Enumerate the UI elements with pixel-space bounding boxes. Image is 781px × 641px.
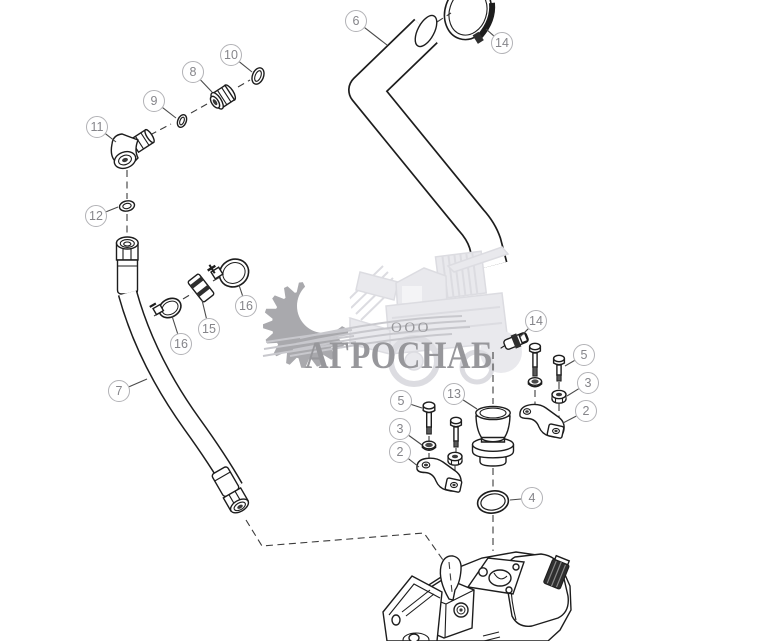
callout-9: 9	[143, 90, 165, 112]
callout-6: 6	[345, 10, 367, 32]
callout-16: 16	[170, 333, 192, 355]
o-ring-12	[118, 200, 136, 212]
callout-13: 13	[443, 383, 465, 405]
washer-right	[527, 377, 543, 388]
hose-7	[115, 236, 250, 514]
callout-2: 2	[575, 400, 597, 422]
o-ring-10	[251, 67, 265, 85]
bolt-5-left	[422, 401, 436, 435]
o-ring-4	[476, 490, 510, 514]
nut-3-left	[447, 451, 463, 466]
watermark-company-prefix: ООО	[391, 320, 431, 336]
hose-clamp-16-left	[149, 297, 182, 319]
callout-16: 16	[235, 295, 257, 317]
line-art	[110, 67, 572, 641]
washer-3-left	[421, 440, 437, 451]
clamp-piece-14	[500, 332, 529, 350]
fitting-8	[209, 84, 237, 110]
callout-10: 10	[220, 44, 242, 66]
bracket-15	[187, 273, 215, 303]
callout-5: 5	[573, 344, 595, 366]
splined-shaft	[543, 554, 571, 590]
bolt-right	[528, 342, 542, 377]
hose-clamp-16-right	[207, 258, 250, 288]
callout-8: 8	[182, 61, 204, 83]
callout-15: 15	[198, 318, 220, 340]
adapter-fitting-13	[471, 405, 515, 467]
callout-3: 3	[389, 418, 411, 440]
axis-hose-to-pump	[245, 519, 444, 561]
hose-end-fitting	[211, 466, 250, 514]
axis-top-left	[149, 79, 251, 136]
hydraulic-pump	[382, 551, 572, 641]
clamp-2-right	[519, 403, 565, 439]
callout-7: 7	[108, 380, 130, 402]
hose-clamp-14-top	[443, 0, 496, 44]
bolt-5-right	[552, 354, 566, 382]
callout-14: 14	[491, 32, 513, 54]
watermark-company-name: АГРОСНАБ	[305, 334, 494, 377]
nut-3-right	[551, 389, 567, 404]
hose-top-fitting	[115, 236, 139, 295]
leader-lines	[105, 27, 579, 501]
callout-5: 5	[390, 390, 412, 412]
gear-icon	[262, 279, 357, 368]
callout-12: 12	[85, 205, 107, 227]
elbow-fitting-11	[110, 128, 155, 170]
pump-lever	[439, 555, 462, 601]
swoosh-lines	[289, 315, 471, 357]
callout-11: 11	[86, 116, 108, 138]
callout-2: 2	[389, 441, 411, 463]
molded-tube-6	[348, 0, 508, 271]
callout-4: 4	[521, 487, 543, 509]
callout-3: 3	[577, 372, 599, 394]
o-ring-9	[176, 113, 188, 129]
callout-14: 14	[525, 310, 547, 332]
bolt-second-left	[449, 416, 463, 448]
clamp-2-left	[416, 457, 463, 493]
tube-opening	[414, 14, 438, 48]
